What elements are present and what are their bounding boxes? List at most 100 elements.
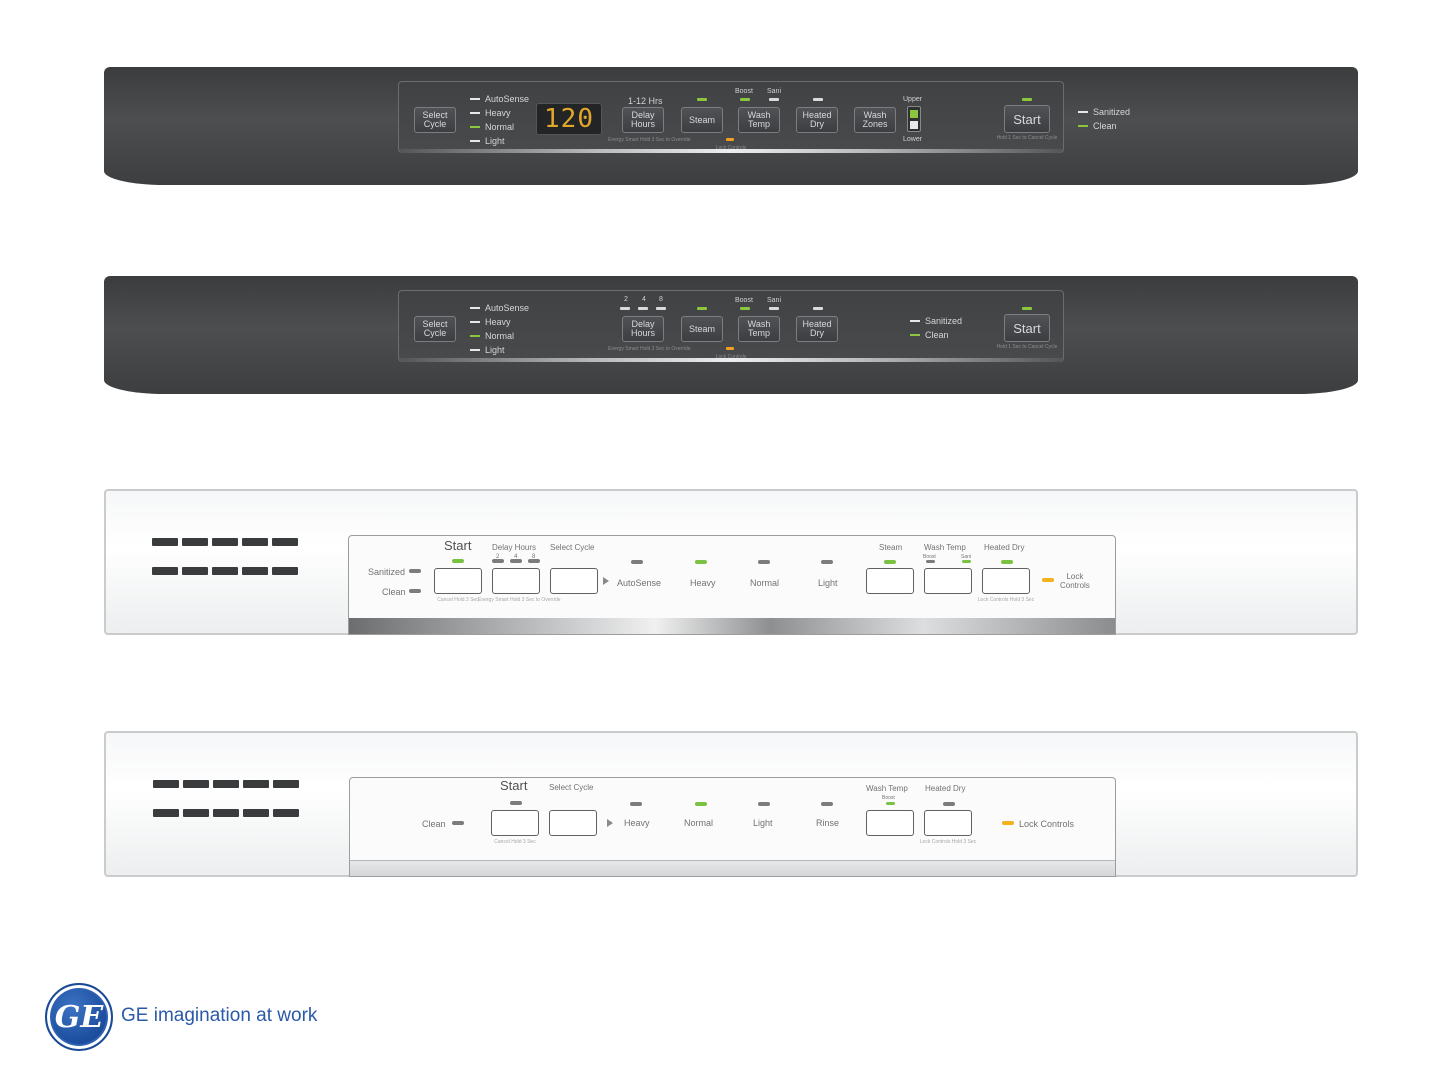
control-panel-face xyxy=(398,81,1064,153)
cycle-label: Normal xyxy=(485,331,515,341)
lock-controls-sublabel: Lock Controls xyxy=(715,145,747,151)
normal-label: Normal xyxy=(684,818,714,828)
sanitized-led xyxy=(409,569,421,573)
heated-dry-button[interactable] xyxy=(982,568,1030,594)
time-display: 120 xyxy=(536,103,602,135)
lock-controls-label: Lock Controls xyxy=(1060,572,1090,590)
autosense-led xyxy=(631,560,643,564)
boost-label: Boost xyxy=(735,88,753,95)
boost-led xyxy=(886,802,895,805)
cycle-indicator-list: AutoSense Heavy Normal Light xyxy=(470,301,529,357)
select-cycle-label: Select Cycle xyxy=(550,543,595,552)
delay-hours-button[interactable]: Delay Hours xyxy=(622,107,664,133)
sani-label: Sani xyxy=(961,554,972,560)
cycle-led xyxy=(470,140,480,142)
lock-controls-led xyxy=(1002,821,1014,825)
steam-button[interactable]: Steam xyxy=(681,316,723,342)
lock-controls-label: Lock Controls xyxy=(1019,819,1075,829)
start-sublabel: Cancel Hold 3 Sec xyxy=(437,597,479,603)
cycle-indicator: Heavy xyxy=(470,315,529,329)
heavy-led xyxy=(695,560,707,564)
heated-dry-led xyxy=(1001,560,1013,564)
cycle-indicator: AutoSense xyxy=(470,92,529,106)
start-led xyxy=(1022,307,1032,310)
wash-zones-button[interactable]: Wash Zones xyxy=(854,107,896,133)
boost-led xyxy=(926,560,935,563)
wash-temp-button[interactable]: Wash Temp xyxy=(738,316,780,342)
lower-zone-led xyxy=(910,121,918,129)
heavy-label: Heavy xyxy=(690,578,716,588)
start-button[interactable] xyxy=(491,810,539,836)
heavy-led xyxy=(630,802,642,806)
brand-tagline: GE imagination at work xyxy=(121,1005,318,1026)
control-panel-face xyxy=(398,290,1064,362)
heavy-label: Heavy xyxy=(624,818,650,828)
lower-label: Lower xyxy=(903,136,923,143)
cycle-label: Heavy xyxy=(485,317,511,327)
delay-range-label: 1-12 Hrs xyxy=(628,96,663,106)
clean-label: Clean xyxy=(382,587,406,597)
heated-dry-led xyxy=(813,307,823,310)
heated-dry-sublabel: Lock Controls Hold 3 Sec xyxy=(977,597,1035,603)
cycle-label: Normal xyxy=(485,122,515,132)
control-panel-dark-display: Select Cycle AutoSense Heavy Normal Ligh… xyxy=(104,67,1358,185)
ge-logo-monogram: GE xyxy=(54,999,104,1035)
start-button[interactable]: Start xyxy=(1004,314,1050,342)
sanitized-label: Sanitized xyxy=(368,567,406,577)
status-indicator: Sanitized xyxy=(1078,105,1130,119)
boost-label: Boost xyxy=(923,554,936,560)
status-label: Clean xyxy=(1093,121,1117,131)
cycle-label: Light xyxy=(485,345,505,355)
heated-dry-button[interactable] xyxy=(924,810,972,836)
sani-label: Sani xyxy=(767,88,782,95)
wash-temp-button[interactable] xyxy=(866,810,914,836)
delay-led-4 xyxy=(638,307,648,310)
sani-led xyxy=(962,560,971,563)
status-label: Sanitized xyxy=(925,316,963,326)
delay-mark-4: 4 xyxy=(642,296,646,303)
vent-slots-bottom xyxy=(153,809,299,817)
cycle-indicator: Light xyxy=(470,134,529,148)
chrome-trim xyxy=(349,618,1115,634)
normal-label: Normal xyxy=(750,578,780,588)
delay-led-8 xyxy=(528,559,540,563)
start-sublabel: Cancel Hold 3 Sec xyxy=(494,839,536,845)
status-led xyxy=(910,334,920,336)
select-cycle-button[interactable]: Select Cycle xyxy=(414,107,456,133)
cycle-label: Light xyxy=(485,136,505,146)
steam-label: Steam xyxy=(879,543,903,552)
select-cycle-button[interactable] xyxy=(549,810,597,836)
cycle-indicator: AutoSense xyxy=(470,301,529,315)
start-led xyxy=(452,559,464,563)
cycle-led xyxy=(470,112,480,114)
status-indicator: Clean xyxy=(910,328,962,342)
boost-led xyxy=(740,307,750,310)
delay-hours-button[interactable]: Delay Hours xyxy=(622,316,664,342)
chrome-trim xyxy=(399,149,1063,153)
wash-temp-button[interactable]: Wash Temp xyxy=(738,107,780,133)
arrow-right-icon xyxy=(607,819,613,827)
heated-dry-button[interactable]: Heated Dry xyxy=(796,316,838,342)
start-button[interactable] xyxy=(434,568,482,594)
start-led xyxy=(510,801,522,805)
ge-logo: GE xyxy=(45,983,113,1051)
lock-controls-led xyxy=(726,347,734,350)
status-indicator: Clean xyxy=(1078,119,1130,133)
heated-dry-sublabel: Lock Controls Hold 3 Sec xyxy=(919,839,977,845)
delay-hours-button[interactable] xyxy=(492,568,540,594)
status-label: Clean xyxy=(925,330,949,340)
steam-button[interactable]: Steam xyxy=(681,107,723,133)
status-indicator: Sanitized xyxy=(910,314,962,328)
sani-led xyxy=(769,98,779,101)
delay-hours-label: Delay Hours xyxy=(492,543,537,552)
select-cycle-button[interactable] xyxy=(550,568,598,594)
wash-temp-button[interactable] xyxy=(924,568,972,594)
clean-led xyxy=(409,589,421,593)
select-cycle-button[interactable]: Select Cycle xyxy=(414,316,456,342)
start-button[interactable]: Start xyxy=(1004,105,1050,133)
lock-controls-led xyxy=(1042,578,1054,582)
steam-button[interactable] xyxy=(866,568,914,594)
heated-dry-button[interactable]: Heated Dry xyxy=(796,107,838,133)
status-label: Sanitized xyxy=(1093,107,1131,117)
cycle-indicator: Light xyxy=(470,343,529,357)
